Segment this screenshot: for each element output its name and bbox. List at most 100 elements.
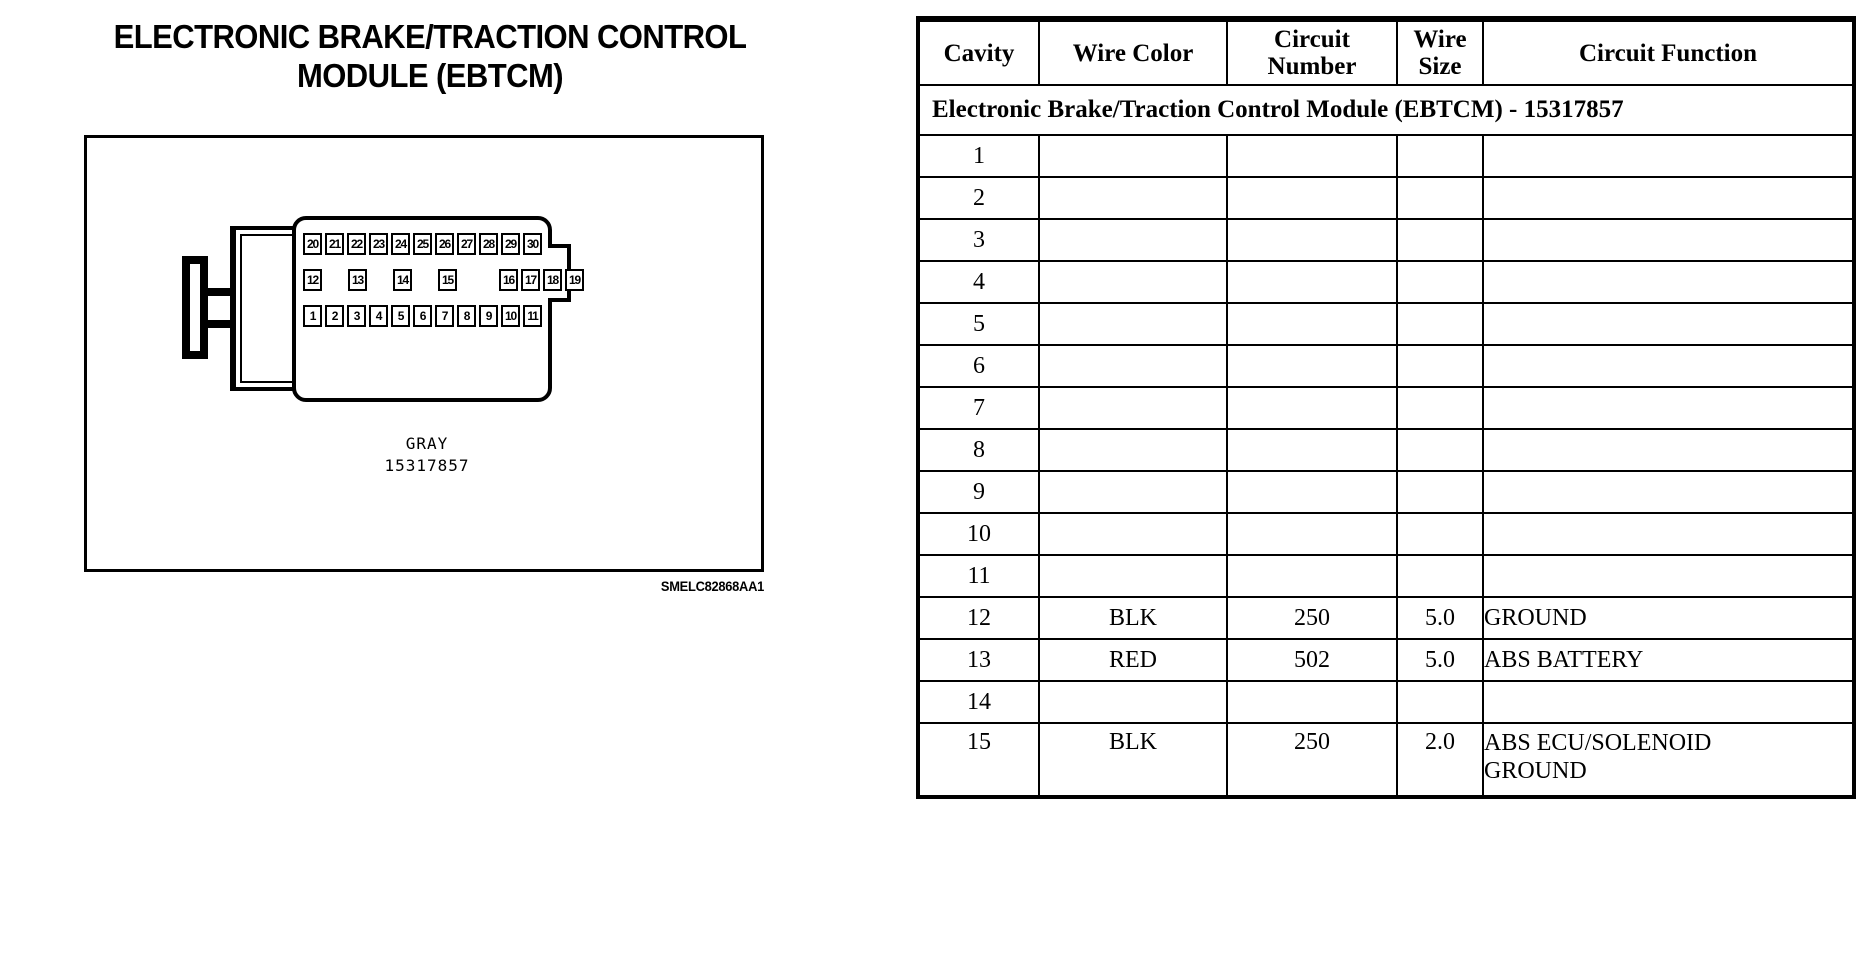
cell-circuit-number xyxy=(1226,176,1398,220)
connector-diagram-box: 20 21 22 23 24 25 26 27 28 29 30 12 13 1… xyxy=(84,135,764,572)
cell-circuit-function xyxy=(1482,302,1852,346)
pin-cavity: 5 xyxy=(391,305,410,327)
figure-reference-code: SMELC82868AA1 xyxy=(660,578,764,594)
cell-circuit-number xyxy=(1226,134,1398,178)
table-caption: Electronic Brake/Traction Control Module… xyxy=(932,95,1624,123)
pin-cavity: 10 xyxy=(501,305,520,327)
cell-circuit-number: 250 xyxy=(1226,596,1398,640)
table-row: 6 xyxy=(920,344,1852,388)
cell-cavity: 8 xyxy=(920,428,1040,472)
pin-cavity: 6 xyxy=(413,305,432,327)
column-header-wire-color: Wire Color xyxy=(1039,20,1228,86)
diagram-title-line-1: ELECTRONIC BRAKE/TRACTION CONTROL xyxy=(113,18,747,55)
pin-cavity: 27 xyxy=(457,233,476,255)
table-row: 3 xyxy=(920,218,1852,262)
cell-cavity: 7 xyxy=(920,386,1040,430)
cell-cavity: 6 xyxy=(920,344,1040,388)
cell-wire-size xyxy=(1396,512,1484,556)
connector-part-number-label: 15317857 xyxy=(384,455,470,475)
connector-illustration-panel: ELECTRONIC BRAKE/TRACTION CONTROL MODULE… xyxy=(0,0,900,960)
pinout-table-panel: Electronic Brake/Traction Control Module… xyxy=(916,16,1856,799)
cell-wire-size xyxy=(1396,260,1484,304)
cell-wire-color: BLK xyxy=(1038,722,1228,795)
table-row: 2 xyxy=(920,176,1852,220)
bracket-bottom-cap-icon xyxy=(182,351,208,359)
connector-color-label: GRAY xyxy=(405,434,449,453)
cell-circuit-number xyxy=(1226,680,1398,724)
cell-circuit-function: GROUND xyxy=(1482,596,1852,640)
circuit-function-line-2: GROUND xyxy=(1484,758,1587,785)
pinout-table: Electronic Brake/Traction Control Module… xyxy=(920,20,1852,795)
circuit-function-line-1: ABS BATTERY xyxy=(1484,646,1644,673)
cell-wire-color xyxy=(1038,386,1228,430)
pin-cavity: 2 xyxy=(325,305,344,327)
circuit-function-line-1: GROUND xyxy=(1484,604,1587,631)
cell-wire-color xyxy=(1038,344,1228,388)
column-header-circuit-function: Circuit Function xyxy=(1482,20,1852,86)
connector-label: GRAY 15317857 xyxy=(87,433,767,476)
cell-wire-size xyxy=(1396,134,1484,178)
pin-cavity: 15 xyxy=(438,269,457,291)
circuit-number-line-1: Circuit xyxy=(1274,26,1350,53)
table-row: 9 xyxy=(920,470,1852,514)
table-row: 10 xyxy=(920,512,1852,556)
table-row: 11 xyxy=(920,554,1852,598)
cell-wire-color xyxy=(1038,218,1228,262)
pin-cavity: 22 xyxy=(347,233,366,255)
cell-cavity: 12 xyxy=(920,596,1040,640)
cell-cavity: 2 xyxy=(920,176,1040,220)
pin-cavity: 14 xyxy=(393,269,412,291)
pin-cavity: 18 xyxy=(543,269,562,291)
cell-circuit-number xyxy=(1226,428,1398,472)
diagram-title: ELECTRONIC BRAKE/TRACTION CONTROL MODULE… xyxy=(35,18,825,96)
cell-circuit-number xyxy=(1226,470,1398,514)
wire-size-line-1: Wire xyxy=(1413,26,1467,53)
cell-wire-color: RED xyxy=(1038,638,1228,682)
cell-wire-color xyxy=(1038,470,1228,514)
pin-row-top: 20 21 22 23 24 25 26 27 28 29 30 xyxy=(303,233,545,255)
cell-cavity: 1 xyxy=(920,134,1040,178)
pin-cavity: 19 xyxy=(565,269,584,291)
wire-size-line-2: Size xyxy=(1418,53,1462,80)
cell-cavity: 13 xyxy=(920,638,1040,682)
connector-drawing: 20 21 22 23 24 25 26 27 28 29 30 12 13 1… xyxy=(87,138,767,575)
cell-wire-color xyxy=(1038,680,1228,724)
bracket-inner-post-icon xyxy=(200,256,208,359)
table-row: 5 xyxy=(920,302,1852,346)
table-header-row: Cavity Wire Color Circuit Number Wire Si… xyxy=(920,20,1852,86)
table-row: 14 xyxy=(920,680,1852,724)
pin-row-middle: 12 13 14 15 16 17 18 19 xyxy=(303,269,587,291)
cell-circuit-function xyxy=(1482,218,1852,262)
bracket-top-cap-icon xyxy=(182,256,208,264)
cell-circuit-function xyxy=(1482,554,1852,598)
column-header-circuit-number: Circuit Number xyxy=(1227,20,1398,86)
cell-circuit-function xyxy=(1482,386,1852,430)
circuit-function-line-1: ABS ECU/SOLENOID xyxy=(1484,730,1712,756)
pin-cavity: 12 xyxy=(303,269,322,291)
cell-wire-color xyxy=(1038,428,1228,472)
cell-wire-size xyxy=(1396,386,1484,430)
cell-circuit-number xyxy=(1226,218,1398,262)
cell-wire-color xyxy=(1038,554,1228,598)
cell-circuit-number xyxy=(1226,386,1398,430)
pin-cavity: 30 xyxy=(523,233,542,255)
cell-wire-size: 5.0 xyxy=(1396,638,1484,682)
cell-cavity: 15 xyxy=(920,722,1040,795)
table-row: 8 xyxy=(920,428,1852,472)
cell-wire-size: 2.0 xyxy=(1396,722,1484,795)
cell-circuit-number: 250 xyxy=(1226,722,1398,795)
table-row: 4 xyxy=(920,260,1852,304)
pin-cavity: 20 xyxy=(303,233,322,255)
column-header-cavity: Cavity xyxy=(920,20,1040,86)
pin-cavity: 21 xyxy=(325,233,344,255)
cell-wire-size xyxy=(1396,176,1484,220)
cell-wire-color: BLK xyxy=(1038,596,1228,640)
cell-cavity: 3 xyxy=(920,218,1040,262)
pin-cavity: 23 xyxy=(369,233,388,255)
cell-wire-color xyxy=(1038,134,1228,178)
cell-wire-size xyxy=(1396,344,1484,388)
cell-wire-size xyxy=(1396,428,1484,472)
bracket-lower-arm-icon xyxy=(200,320,238,328)
